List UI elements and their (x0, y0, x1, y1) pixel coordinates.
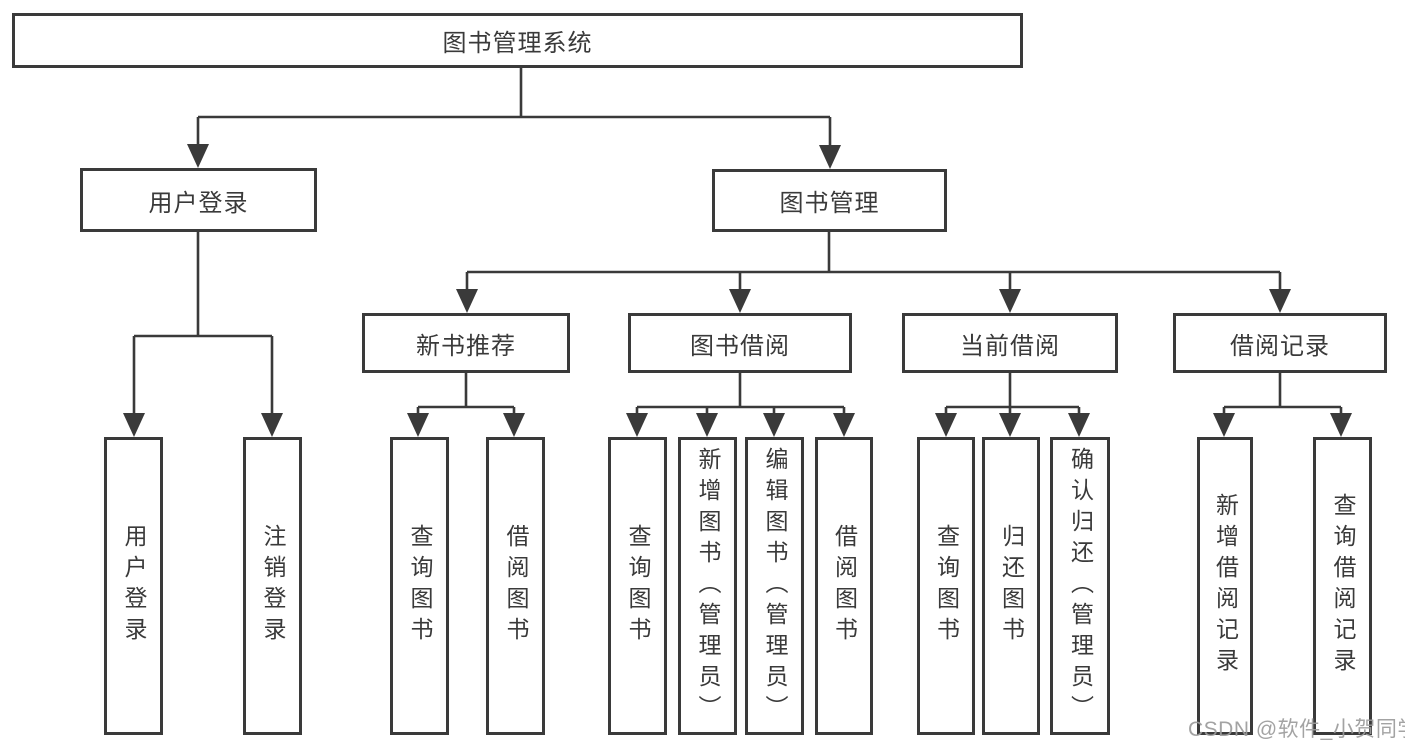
leaf-confirm-return-admin: 确认归还（管理员） (1050, 437, 1110, 735)
node-current-borrowing: 当前借阅 (902, 313, 1118, 373)
node-label: 借阅图书 (503, 524, 529, 648)
node-label: 编辑图书（管理员） (762, 446, 788, 726)
node-label: 借阅记录 (1230, 332, 1330, 360)
leaf-user-login: 用户登录 (104, 437, 163, 735)
node-label: 借阅图书 (831, 524, 858, 648)
leaf-add-borrow-record: 新增借阅记录 (1197, 437, 1253, 735)
node-label: 归还图书 (998, 524, 1025, 648)
leaf-add-books-admin: 新增图书（管理员） (678, 437, 737, 735)
node-label: 查询图书 (933, 524, 960, 648)
leaf-query-books-borrowing: 查询图书 (608, 437, 667, 735)
node-label: 图书管理系统 (442, 30, 593, 57)
leaf-logout: 注销登录 (243, 437, 302, 735)
node-user-login: 用户登录 (80, 168, 317, 232)
node-borrowing-records: 借阅记录 (1173, 313, 1387, 373)
connector-book-management-branch (456, 232, 1291, 313)
node-label: 新书推荐 (416, 332, 516, 360)
node-label: 查询图书 (625, 524, 651, 648)
csdn-watermark: CSDN @软件_小贺同学 (1188, 718, 1405, 741)
node-new-book-recommend: 新书推荐 (362, 313, 570, 373)
leaf-query-books-current: 查询图书 (917, 437, 975, 735)
leaf-borrow-books-recommend: 借阅图书 (486, 437, 545, 735)
node-label: 查询图书 (407, 524, 433, 648)
node-label: 图书管理 (779, 190, 880, 217)
node-book-borrowing: 图书借阅 (628, 313, 852, 373)
connector-book-borrowing-branch (626, 373, 855, 437)
leaf-query-borrow-record: 查询借阅记录 (1313, 437, 1372, 735)
node-label: 用户登录 (121, 524, 147, 648)
leaf-return-books: 归还图书 (982, 437, 1040, 735)
leaf-borrow-books-borrowing: 借阅图书 (815, 437, 873, 735)
node-label: 确认归还（管理员） (1067, 446, 1094, 726)
node-label: 图书借阅 (690, 332, 790, 360)
node-label: 查询借阅记录 (1330, 493, 1356, 679)
connector-root-to-level2 (187, 68, 841, 169)
node-label: 新增借阅记录 (1212, 493, 1239, 679)
connector-current-borrowing-branch (935, 373, 1090, 437)
node-book-management: 图书管理 (712, 169, 947, 232)
node-library-management-system: 图书管理系统 (12, 13, 1023, 68)
connector-borrowing-records-branch (1213, 373, 1352, 437)
leaf-query-books-recommend: 查询图书 (390, 437, 449, 735)
node-label: 注销登录 (260, 524, 286, 648)
node-label: 用户登录 (148, 189, 249, 217)
connector-user-login-branch (123, 232, 283, 437)
node-label: 当前借阅 (960, 332, 1060, 360)
leaf-edit-books-admin: 编辑图书（管理员） (745, 437, 804, 735)
connector-new-book-recommend-branch (407, 373, 525, 437)
node-label: 新增图书（管理员） (695, 446, 721, 726)
